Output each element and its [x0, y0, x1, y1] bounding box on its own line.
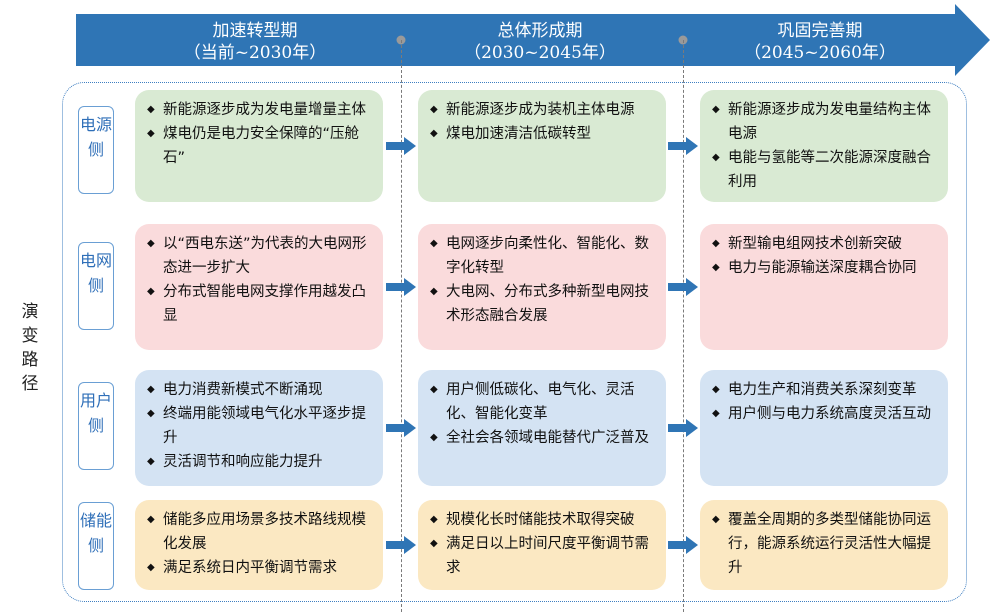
bullet-item: 规模化长时储能技术取得突破 [430, 508, 656, 532]
phase-name: 加速转型期 [212, 21, 298, 41]
phase-3: 巩固完善期 （2045~2060年） [695, 20, 945, 64]
bullet-item: 煤电加速清洁低碳转型 [430, 122, 656, 146]
bullet-item: 用户侧与电力系统高度灵活互动 [712, 402, 938, 426]
card-user-phase3: 电力生产和消费关系深刻变革 用户侧与电力系统高度灵活互动 [700, 370, 948, 486]
right-arrow-icon [386, 278, 416, 296]
phase-years: （当前~2030年） [183, 43, 327, 63]
right-arrow-icon [668, 419, 698, 437]
side-title: 演变路径 [21, 302, 39, 394]
bullet-item: 电能与氢能等二次能源深度融合利用 [712, 146, 938, 194]
bullet-item: 以“西电东送”为代表的大电网形态进一步扩大 [147, 232, 373, 280]
card-source-phase3: 新能源逐步成为发电量结构主体电源 电能与氢能等二次能源深度融合利用 [700, 90, 948, 202]
bullet-item: 灵活调节和响应能力提升 [147, 450, 373, 474]
bullet-item: 分布式智能电网支撑作用越发凸显 [147, 280, 373, 328]
bullet-item: 满足系统日内平衡调节需求 [147, 556, 373, 580]
bullet-item: 新能源逐步成为发电量结构主体电源 [712, 98, 938, 146]
right-arrow-icon [668, 536, 698, 554]
row-label-user: 用户侧 [78, 382, 114, 470]
bullet-item: 覆盖全周期的多类型储能协同运行，能源系统运行灵活性大幅提升 [712, 508, 938, 580]
right-arrow-icon [668, 137, 698, 155]
bullet-item: 电力消费新模式不断涌现 [147, 378, 373, 402]
card-storage-phase2: 规模化长时储能技术取得突破 满足日以上时间尺度平衡调节需求 [418, 500, 666, 590]
bullet-item: 大电网、分布式多种新型电网技术形态融合发展 [430, 280, 656, 328]
card-user-phase2: 用户侧低碳化、电气化、灵活化、智能化变革 全社会各领域电能替代广泛普及 [418, 370, 666, 486]
card-user-phase1: 电力消费新模式不断涌现 终端用能领域电气化水平逐步提升 灵活调节和响应能力提升 [135, 370, 383, 486]
card-grid-phase1: 以“西电东送”为代表的大电网形态进一步扩大 分布式智能电网支撑作用越发凸显 [135, 224, 383, 350]
phase-2: 总体形成期 （2030~2045年） [415, 20, 665, 64]
card-source-phase2: 新能源逐步成为装机主体电源 煤电加速清洁低碳转型 [418, 90, 666, 202]
card-storage-phase3: 覆盖全周期的多类型储能协同运行，能源系统运行灵活性大幅提升 [700, 500, 948, 590]
bullet-item: 用户侧低碳化、电气化、灵活化、智能化变革 [430, 378, 656, 426]
bullet-item: 满足日以上时间尺度平衡调节需求 [430, 532, 656, 580]
right-arrow-icon [386, 419, 416, 437]
phase-divider [401, 40, 402, 612]
card-grid-phase3: 新型输电组网技术创新突破 电力与能源输送深度耦合协同 [700, 224, 948, 350]
right-arrow-icon [668, 278, 698, 296]
bullet-item: 煤电仍是电力安全保障的“压舱石” [147, 122, 373, 170]
bullet-item: 电力生产和消费关系深刻变革 [712, 378, 938, 402]
bullet-item: 储能多应用场景多技术路线规模化发展 [147, 508, 373, 556]
bullet-item: 新型输电组网技术创新突破 [712, 232, 938, 256]
phase-name: 巩固完善期 [777, 21, 863, 41]
phase-divider [683, 40, 684, 612]
phase-years: （2045~2060年） [744, 43, 896, 63]
right-arrow-icon [386, 137, 416, 155]
bullet-item: 电力与能源输送深度耦合协同 [712, 256, 938, 280]
row-label-grid: 电网侧 [78, 242, 114, 330]
row-label-storage: 储能侧 [78, 502, 114, 590]
bullet-item: 新能源逐步成为发电量增量主体 [147, 98, 373, 122]
card-source-phase1: 新能源逐步成为发电量增量主体 煤电仍是电力安全保障的“压舱石” [135, 90, 383, 202]
phase-name: 总体形成期 [497, 21, 583, 41]
diagram-frame [62, 82, 967, 602]
phase-1: 加速转型期 （当前~2030年） [130, 20, 380, 64]
phase-years: （2030~2045年） [464, 43, 616, 63]
bullet-item: 全社会各领域电能替代广泛普及 [430, 426, 656, 450]
right-arrow-icon [386, 536, 416, 554]
card-grid-phase2: 电网逐步向柔性化、智能化、数字化转型 大电网、分布式多种新型电网技术形态融合发展 [418, 224, 666, 350]
card-storage-phase1: 储能多应用场景多技术路线规模化发展 满足系统日内平衡调节需求 [135, 500, 383, 590]
bullet-item: 新能源逐步成为装机主体电源 [430, 98, 656, 122]
row-label-power-source: 电源侧 [78, 106, 114, 194]
bullet-item: 电网逐步向柔性化、智能化、数字化转型 [430, 232, 656, 280]
timeline-arrow [76, 4, 990, 76]
bullet-item: 终端用能领域电气化水平逐步提升 [147, 402, 373, 450]
